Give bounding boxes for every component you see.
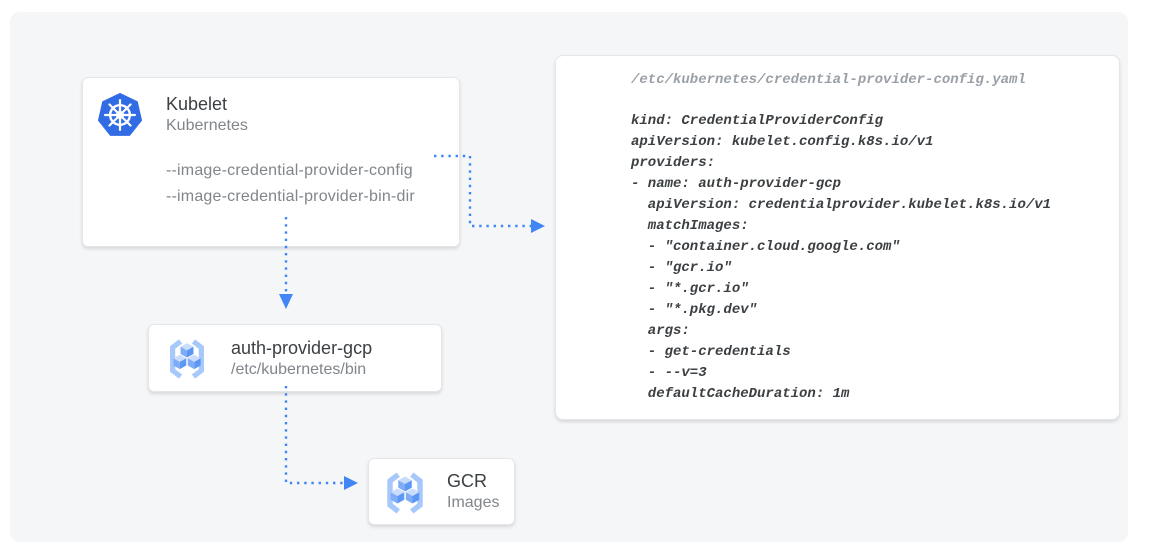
yaml-line: apiVersion: credentialprovider.kubelet.k… — [631, 197, 1052, 213]
gcr-subtitle: Images — [447, 494, 500, 511]
yaml-line: kind: CredentialProviderConfig — [631, 113, 884, 129]
node-auth-provider-gcp: auth-provider-gcp /etc/kubernetes/bin — [148, 324, 442, 392]
node-gcr: GCR Images — [368, 458, 515, 525]
kubelet-title: Kubelet — [166, 94, 228, 114]
flag-image-credential-provider-bin-dir: --image-credential-provider-bin-dir — [166, 188, 415, 205]
gcr-title: GCR — [447, 471, 487, 491]
kubelet-subtitle: Kubernetes — [166, 117, 248, 134]
node-kubelet: Kubelet Kubernetes --image-credential-pr… — [82, 77, 460, 247]
yaml-line: defaultCacheDuration: 1m — [631, 386, 850, 402]
config-file-path: /etc/kubernetes/credential-provider-conf… — [631, 72, 1026, 88]
auth-provider-path: /etc/kubernetes/bin — [231, 361, 367, 378]
yaml-line: - --v=3 — [631, 365, 707, 381]
kubernetes-icon — [96, 91, 144, 139]
yaml-content: /etc/kubernetes/credential-provider-conf… — [631, 71, 1107, 405]
flag-image-credential-provider-config: --image-credential-provider-config — [166, 162, 413, 179]
yaml-line: - "*.pkg.dev" — [631, 302, 758, 318]
yaml-line: matchImages: — [631, 218, 749, 234]
yaml-line: - name: auth-provider-gcp — [631, 176, 842, 192]
diagram-board: Kubelet Kubernetes --image-credential-pr… — [10, 12, 1128, 542]
container-registry-icon — [381, 469, 429, 517]
yaml-line: providers: — [631, 155, 716, 171]
yaml-line: - "container.cloud.google.com" — [631, 239, 900, 255]
kubelet-flags: --image-credential-provider-config --ima… — [166, 158, 415, 210]
yaml-line: apiVersion: kubelet.config.k8s.io/v1 — [631, 134, 934, 150]
yaml-line: - "*.gcr.io" — [631, 281, 749, 297]
credential-provider-config-card: /etc/kubernetes/credential-provider-conf… — [555, 55, 1120, 420]
yaml-line: - get-credentials — [631, 344, 791, 360]
yaml-line: args: — [631, 323, 690, 339]
auth-provider-title: auth-provider-gcp — [231, 338, 373, 358]
container-registry-icon — [164, 336, 210, 382]
yaml-line: - "gcr.io" — [631, 260, 732, 276]
